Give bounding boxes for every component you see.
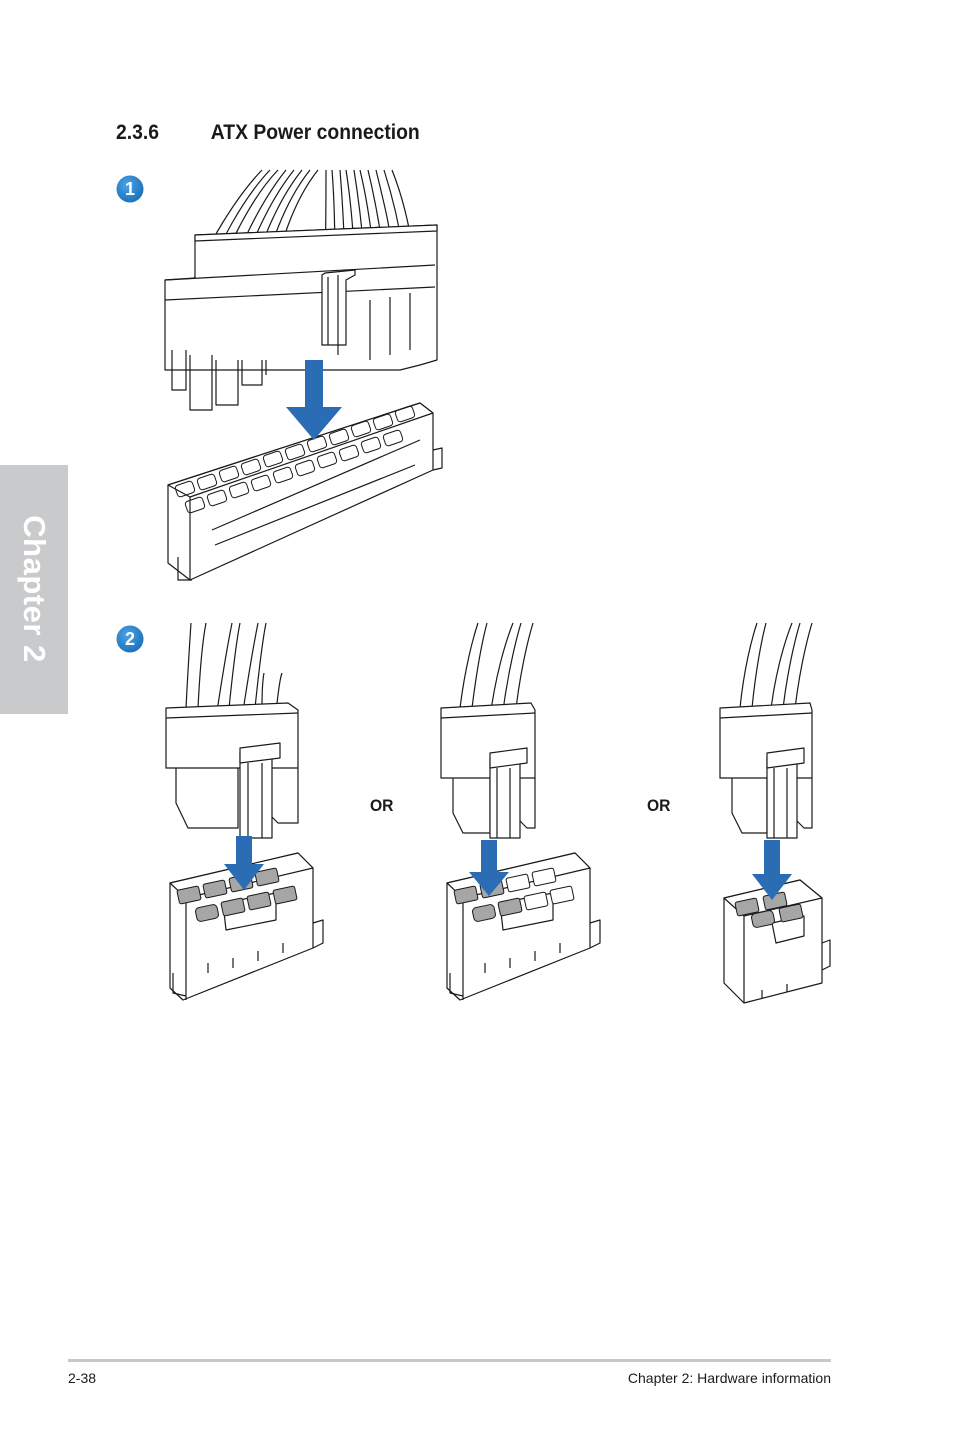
eps-8pin-insert-arrow (224, 836, 264, 890)
eps-8pin-illustration (165, 622, 324, 1001)
atx-insert-arrow (286, 360, 342, 440)
eps-8pin-4pin-insert-arrow (469, 840, 509, 896)
step-1-badge: 1 (116, 175, 144, 203)
or-label-2: OR (647, 796, 671, 815)
footer-rule (68, 1359, 831, 1362)
section-number: 2.3.6 (116, 121, 159, 144)
eps-8pin-4pin-plug-illustration (440, 622, 601, 1001)
footer-chapter-title: Chapter 2: Hardware information (627, 1370, 831, 1386)
atx-header-socket (167, 402, 443, 581)
footer-page-number: 2-38 (68, 1370, 97, 1386)
chapter-tab: Chapter 2 (0, 465, 68, 714)
section-title: ATX Power connection (210, 121, 420, 144)
atx12v-4pin-insert-arrow (752, 840, 792, 900)
or-label-1: OR (370, 796, 394, 815)
step-2-badge: 2 (116, 625, 144, 653)
atx-header-pins (174, 405, 416, 514)
atx-24pin-illustration (164, 169, 443, 581)
chapter-tab-label: Chapter 2 (17, 515, 52, 663)
atx12v-4pin-illustration (719, 622, 831, 1004)
section-heading: 2.3.6 ATX Power connection (116, 121, 420, 145)
step-1-number: 1 (125, 179, 135, 199)
atx-plug-housing (164, 224, 438, 411)
step-2-number: 2 (125, 629, 135, 649)
